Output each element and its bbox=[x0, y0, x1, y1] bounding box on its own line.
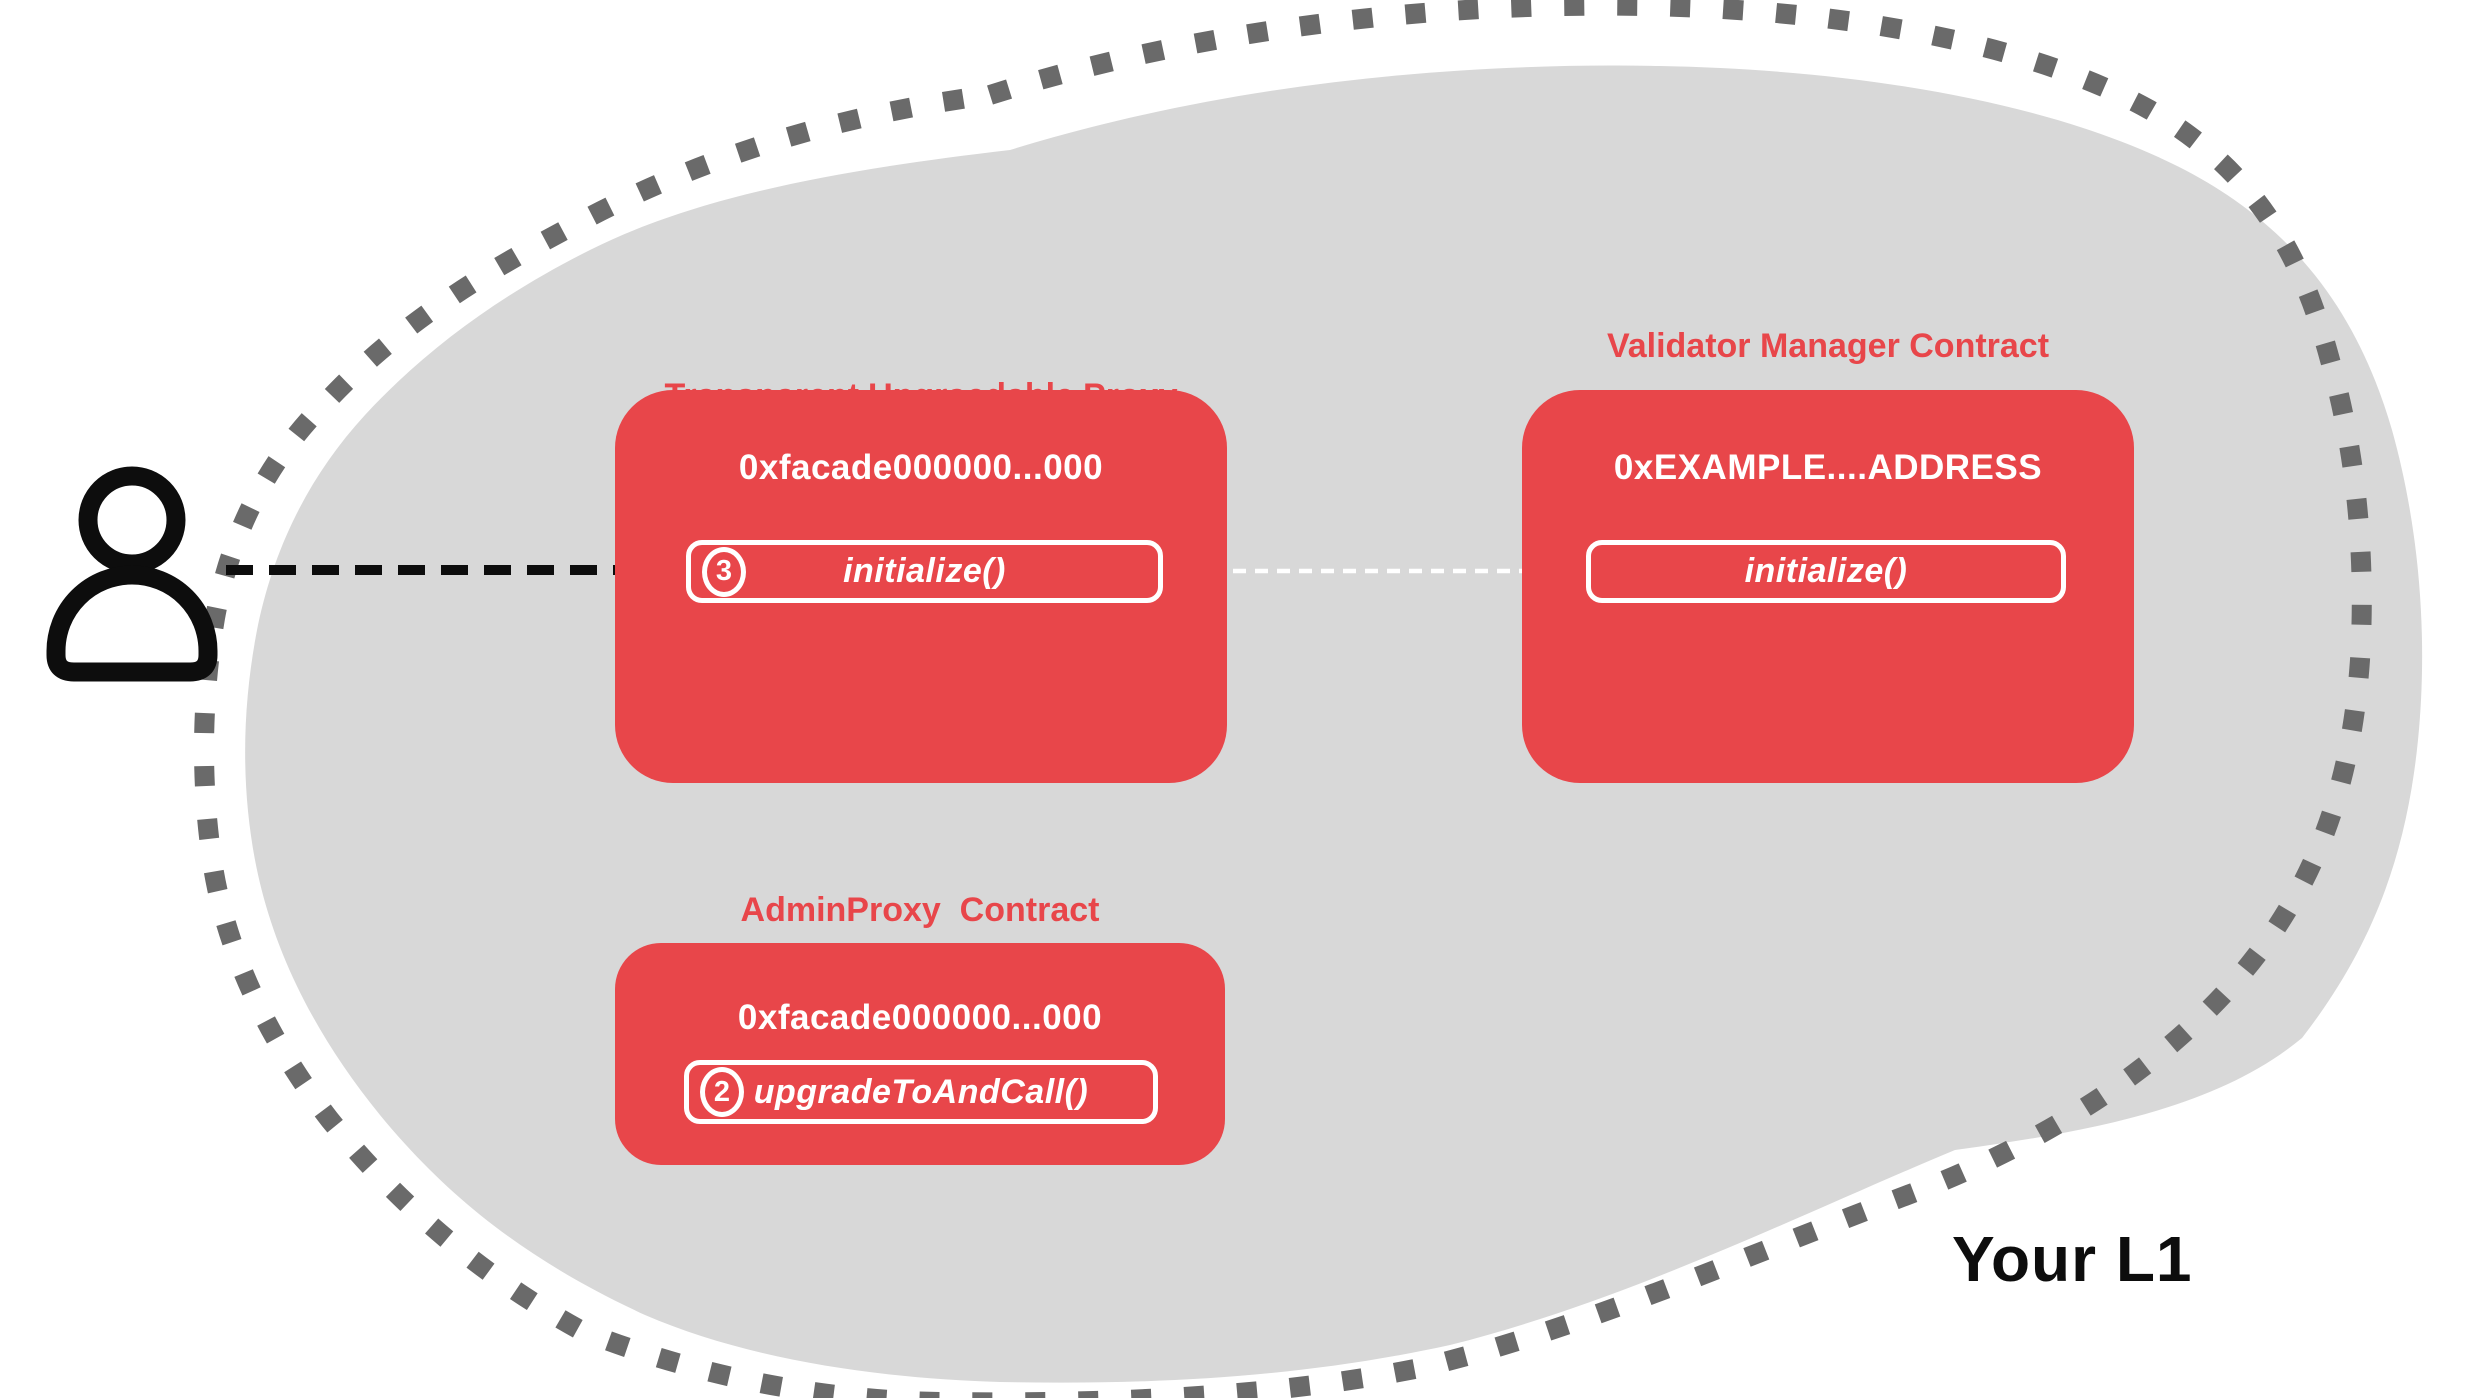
your-l1-label: Your L1 bbox=[1952, 1223, 2193, 1295]
validator-initialize-button: initialize() bbox=[1586, 540, 2066, 603]
admin-upgrade-button: 2 upgradeToAndCall() bbox=[684, 1060, 1158, 1124]
admin-contract-address: 0xfacade000000...000 bbox=[737, 998, 1103, 1037]
validator-initialize-label: initialize() bbox=[1744, 552, 1908, 590]
step-2-badge: 2 bbox=[700, 1067, 744, 1117]
proxy-contract-address: 0xfacade000000...000 bbox=[738, 448, 1104, 487]
admin-box-title: AdminProxy Contract bbox=[740, 891, 1100, 929]
proxy-contract-box: 0xfacade000000...000 3 initialize() bbox=[615, 390, 1227, 783]
validator-contract-address: 0xEXAMPLE....ADDRESS bbox=[1613, 448, 2043, 487]
proxy-initialize-button: 3 initialize() bbox=[686, 540, 1163, 603]
user-icon bbox=[46, 466, 218, 682]
validator-contract-box: 0xEXAMPLE....ADDRESS initialize() bbox=[1522, 390, 2134, 783]
proxy-initialize-label: initialize() bbox=[843, 552, 1006, 590]
validator-box-title: Validator Manager Contract bbox=[1606, 327, 2050, 365]
l1-dotted-border bbox=[194, 0, 2372, 1398]
admin-contract-box: 0xfacade000000...000 2 upgradeToAndCall(… bbox=[615, 943, 1225, 1165]
step-3-badge: 3 bbox=[702, 546, 746, 597]
admin-upgrade-label: upgradeToAndCall() bbox=[753, 1072, 1089, 1111]
